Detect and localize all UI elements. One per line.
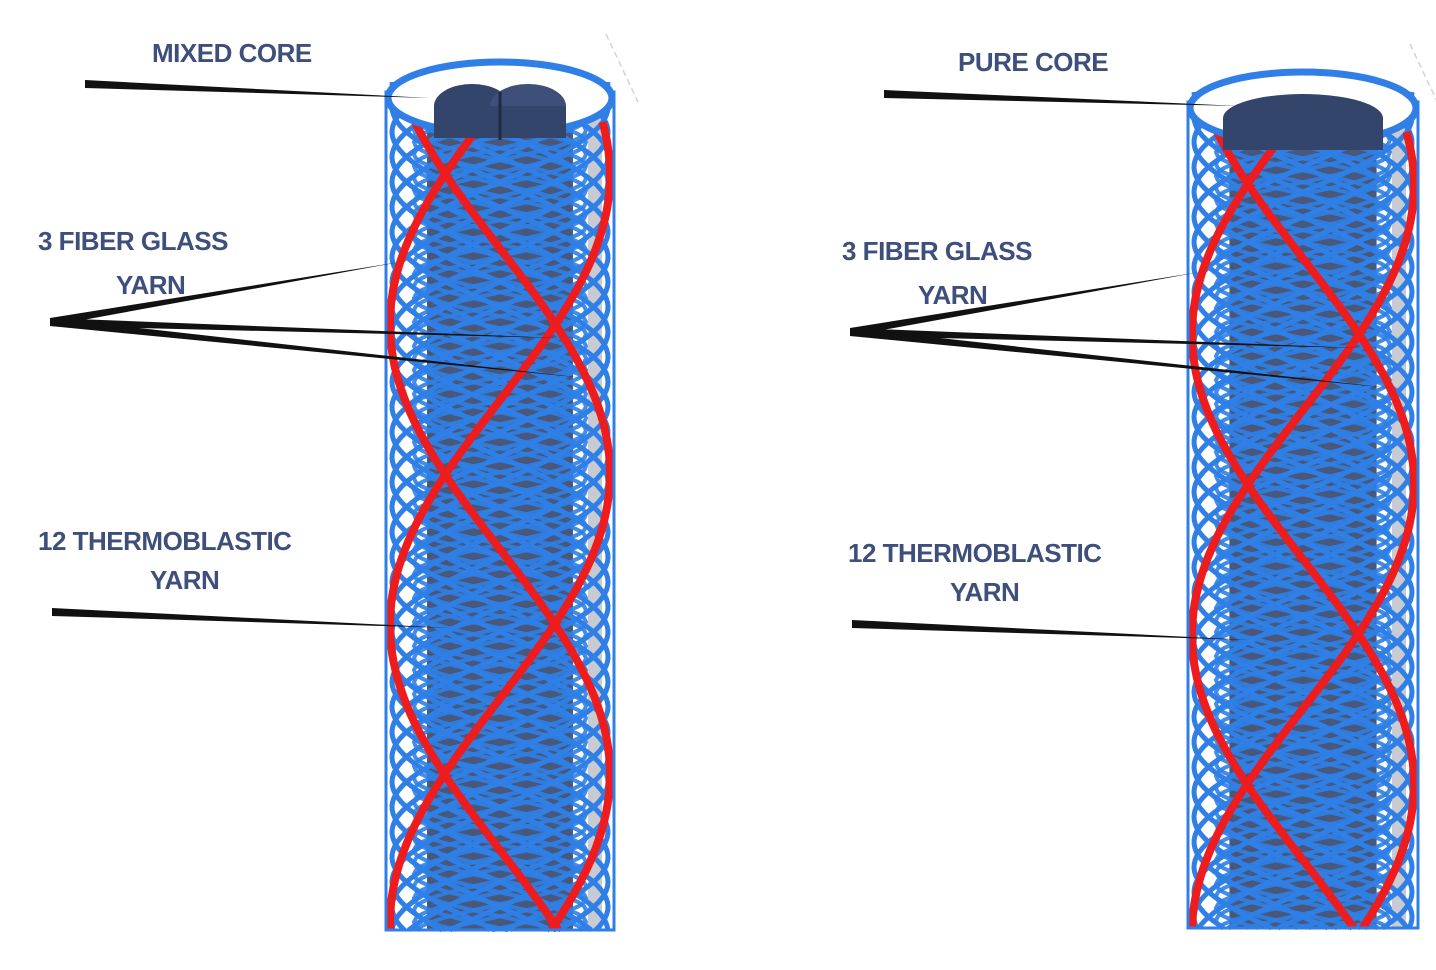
fiber-glass-leader (50, 262, 400, 326)
right-thermoblastic-label: 12 THERMOBLASTIC (848, 538, 1102, 568)
left-thermoblastic-label: 12 THERMOBLASTIC (38, 526, 292, 556)
right-fiber-glass-label: 3 FIBER GLASS (842, 236, 1032, 266)
red-fiber-glass-strand (1188, 129, 1418, 931)
blue-yarn-strand (389, 79, 611, 931)
thermoblastic-leader (52, 608, 450, 628)
mixed-core-cable (384, 33, 639, 933)
red-fiber-glass-strand (386, 120, 614, 933)
blue-lattice-strand (411, 80, 589, 932)
blue-lattice-strand (411, 81, 589, 932)
right-fiber-glass-yarn-label: YARN (918, 280, 988, 310)
blue-lattice-strand (1213, 90, 1393, 930)
blue-yarn-strand (1191, 90, 1415, 931)
pure-core-leader (884, 90, 1240, 106)
blue-lattice-strand (1213, 91, 1393, 930)
blue-yarn-strand (1191, 89, 1415, 930)
red-fiber-glass-strand (1188, 131, 1418, 931)
core-column (427, 72, 573, 930)
blue-lattice-strand (411, 80, 589, 932)
reflection-line (605, 33, 639, 103)
blue-lattice-strand (411, 80, 589, 932)
thermoblastic-leader (852, 620, 1250, 640)
left-fiber-glass-yarn-label: YARN (116, 270, 186, 300)
fiber-glass-leader (50, 318, 560, 338)
blue-lattice-strand (411, 80, 589, 932)
blue-yarn-strand (389, 80, 611, 932)
mixed-core-label: MIXED CORE (152, 38, 312, 68)
reflection-line (1409, 43, 1436, 102)
fiber-glass-leader (50, 318, 585, 378)
core-body (1223, 118, 1383, 150)
fiber-glass-leader (850, 328, 1360, 348)
right-thermoblastic-yarn-label: YARN (950, 577, 1020, 607)
red-fiber-glass-strand (386, 119, 614, 933)
mixed-core-leader (85, 80, 430, 98)
fiber-glass-leader (850, 328, 1390, 388)
pure-core-cable (1186, 43, 1436, 931)
blue-lattice-strand (1213, 90, 1393, 930)
blue-lattice-strand (411, 80, 589, 932)
red-fiber-glass-strand (1188, 130, 1418, 929)
left-fiber-glass-label: 3 FIBER GLASS (38, 226, 228, 256)
left-thermoblastic-yarn-label: YARN (150, 565, 220, 595)
red-fiber-glass-strand (386, 120, 614, 931)
fiber-glass-leader (850, 272, 1200, 336)
pure-core-label: PURE CORE (958, 47, 1109, 77)
blue-lattice-strand (411, 80, 589, 932)
